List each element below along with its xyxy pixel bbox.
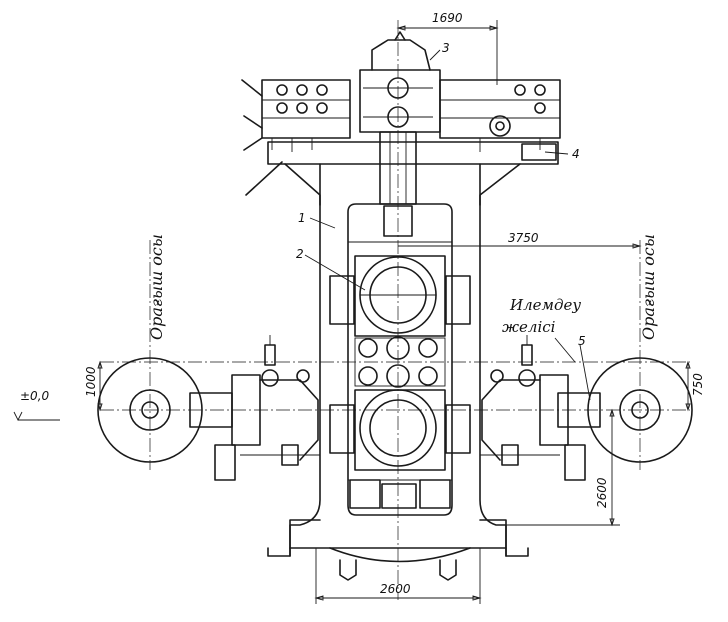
top-mechanism (359, 31, 441, 133)
dim-level: ±0,0 (20, 389, 50, 403)
dim-right-span: 3750 (508, 231, 539, 245)
base-feet (267, 519, 529, 581)
top-beam-left (241, 79, 351, 196)
callout-1: 1 (298, 211, 306, 225)
leader-lines (304, 49, 591, 401)
callout-3: 3 (442, 41, 450, 55)
dim-left-height: 1000 (84, 366, 98, 397)
dim-bottom-width: 2600 (380, 582, 411, 596)
callout-5: 5 (578, 334, 586, 348)
upper-chocks (329, 255, 471, 337)
top-platform (267, 141, 559, 206)
rolling-line-label-1: Илемдеу (509, 296, 581, 314)
left-axis-label: Орағыш осы (147, 234, 166, 340)
right-axis-label: Орағыш осы (639, 234, 658, 340)
dim-right-lower: 2600 (595, 477, 609, 508)
dim-right-height: 750 (691, 373, 705, 396)
upper-backup-roll (359, 256, 437, 334)
rolling-line-label-2: желісі (502, 318, 556, 336)
lower-blocks (349, 479, 451, 509)
screw-spindle (379, 131, 417, 237)
top-beam-right (439, 79, 561, 152)
dim-top-width: 1690 (432, 11, 463, 25)
callout-2: 2 (296, 247, 304, 261)
left-roller (97, 335, 320, 481)
lower-backup-roll (329, 389, 471, 471)
dimension-lines (13, 20, 691, 604)
work-rolls (354, 336, 446, 388)
callout-4: 4 (572, 147, 580, 161)
right-roller (480, 335, 693, 481)
